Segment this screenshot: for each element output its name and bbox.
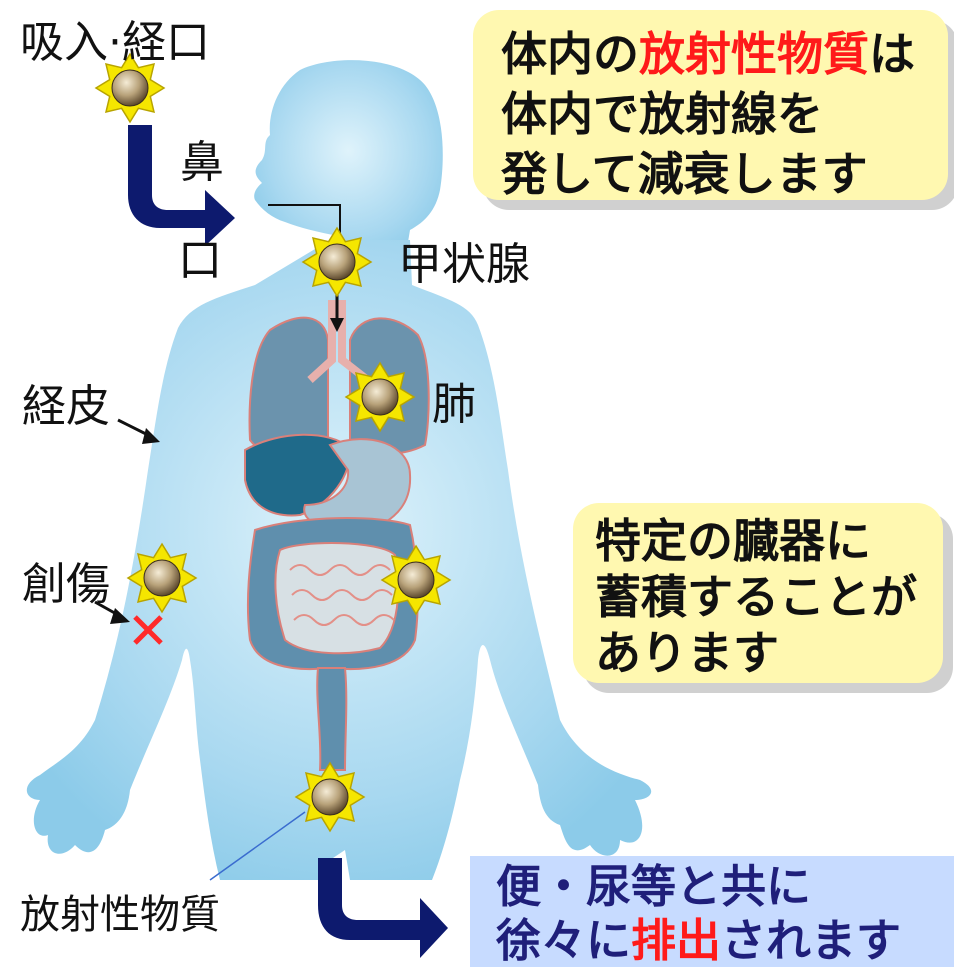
thyroid-label: 甲状腺	[398, 239, 530, 290]
particle-rectum	[294, 761, 366, 833]
particle-thyroid	[301, 226, 373, 298]
skin-label: 経皮	[22, 381, 110, 432]
callout-excretion: 便・尿等と共に 徐々に排出されます	[470, 856, 954, 967]
wound-label: 創傷	[22, 559, 110, 610]
intake-arrow	[128, 125, 235, 246]
particle-intake	[94, 52, 166, 124]
radioactive-material-label: 放射性物質	[20, 892, 220, 938]
particle-wound	[126, 542, 198, 614]
wound-mark	[133, 615, 163, 645]
arrows	[94, 125, 448, 958]
excretion-arrow	[318, 858, 448, 958]
liver	[244, 433, 352, 517]
mouth-label: 口	[178, 235, 222, 286]
small-intestine	[274, 542, 400, 655]
intake-label: 吸入·経口	[20, 17, 210, 68]
callout-decay: 体内の放射性物質は 体内で放射線を 発して減衰します	[473, 10, 948, 201]
organs	[244, 300, 430, 771]
callout-accumulation: 特定の臓器に 蓄積することが あります	[573, 503, 943, 683]
nose-mouth-line	[268, 204, 341, 238]
particle-intestine	[380, 544, 452, 616]
lung-label: 肺	[432, 379, 476, 430]
radioactive-particles	[94, 52, 452, 833]
particle-lung	[344, 361, 416, 433]
material-leader-line	[209, 811, 306, 881]
nose-label: 鼻	[180, 137, 224, 188]
rectum	[316, 667, 348, 771]
